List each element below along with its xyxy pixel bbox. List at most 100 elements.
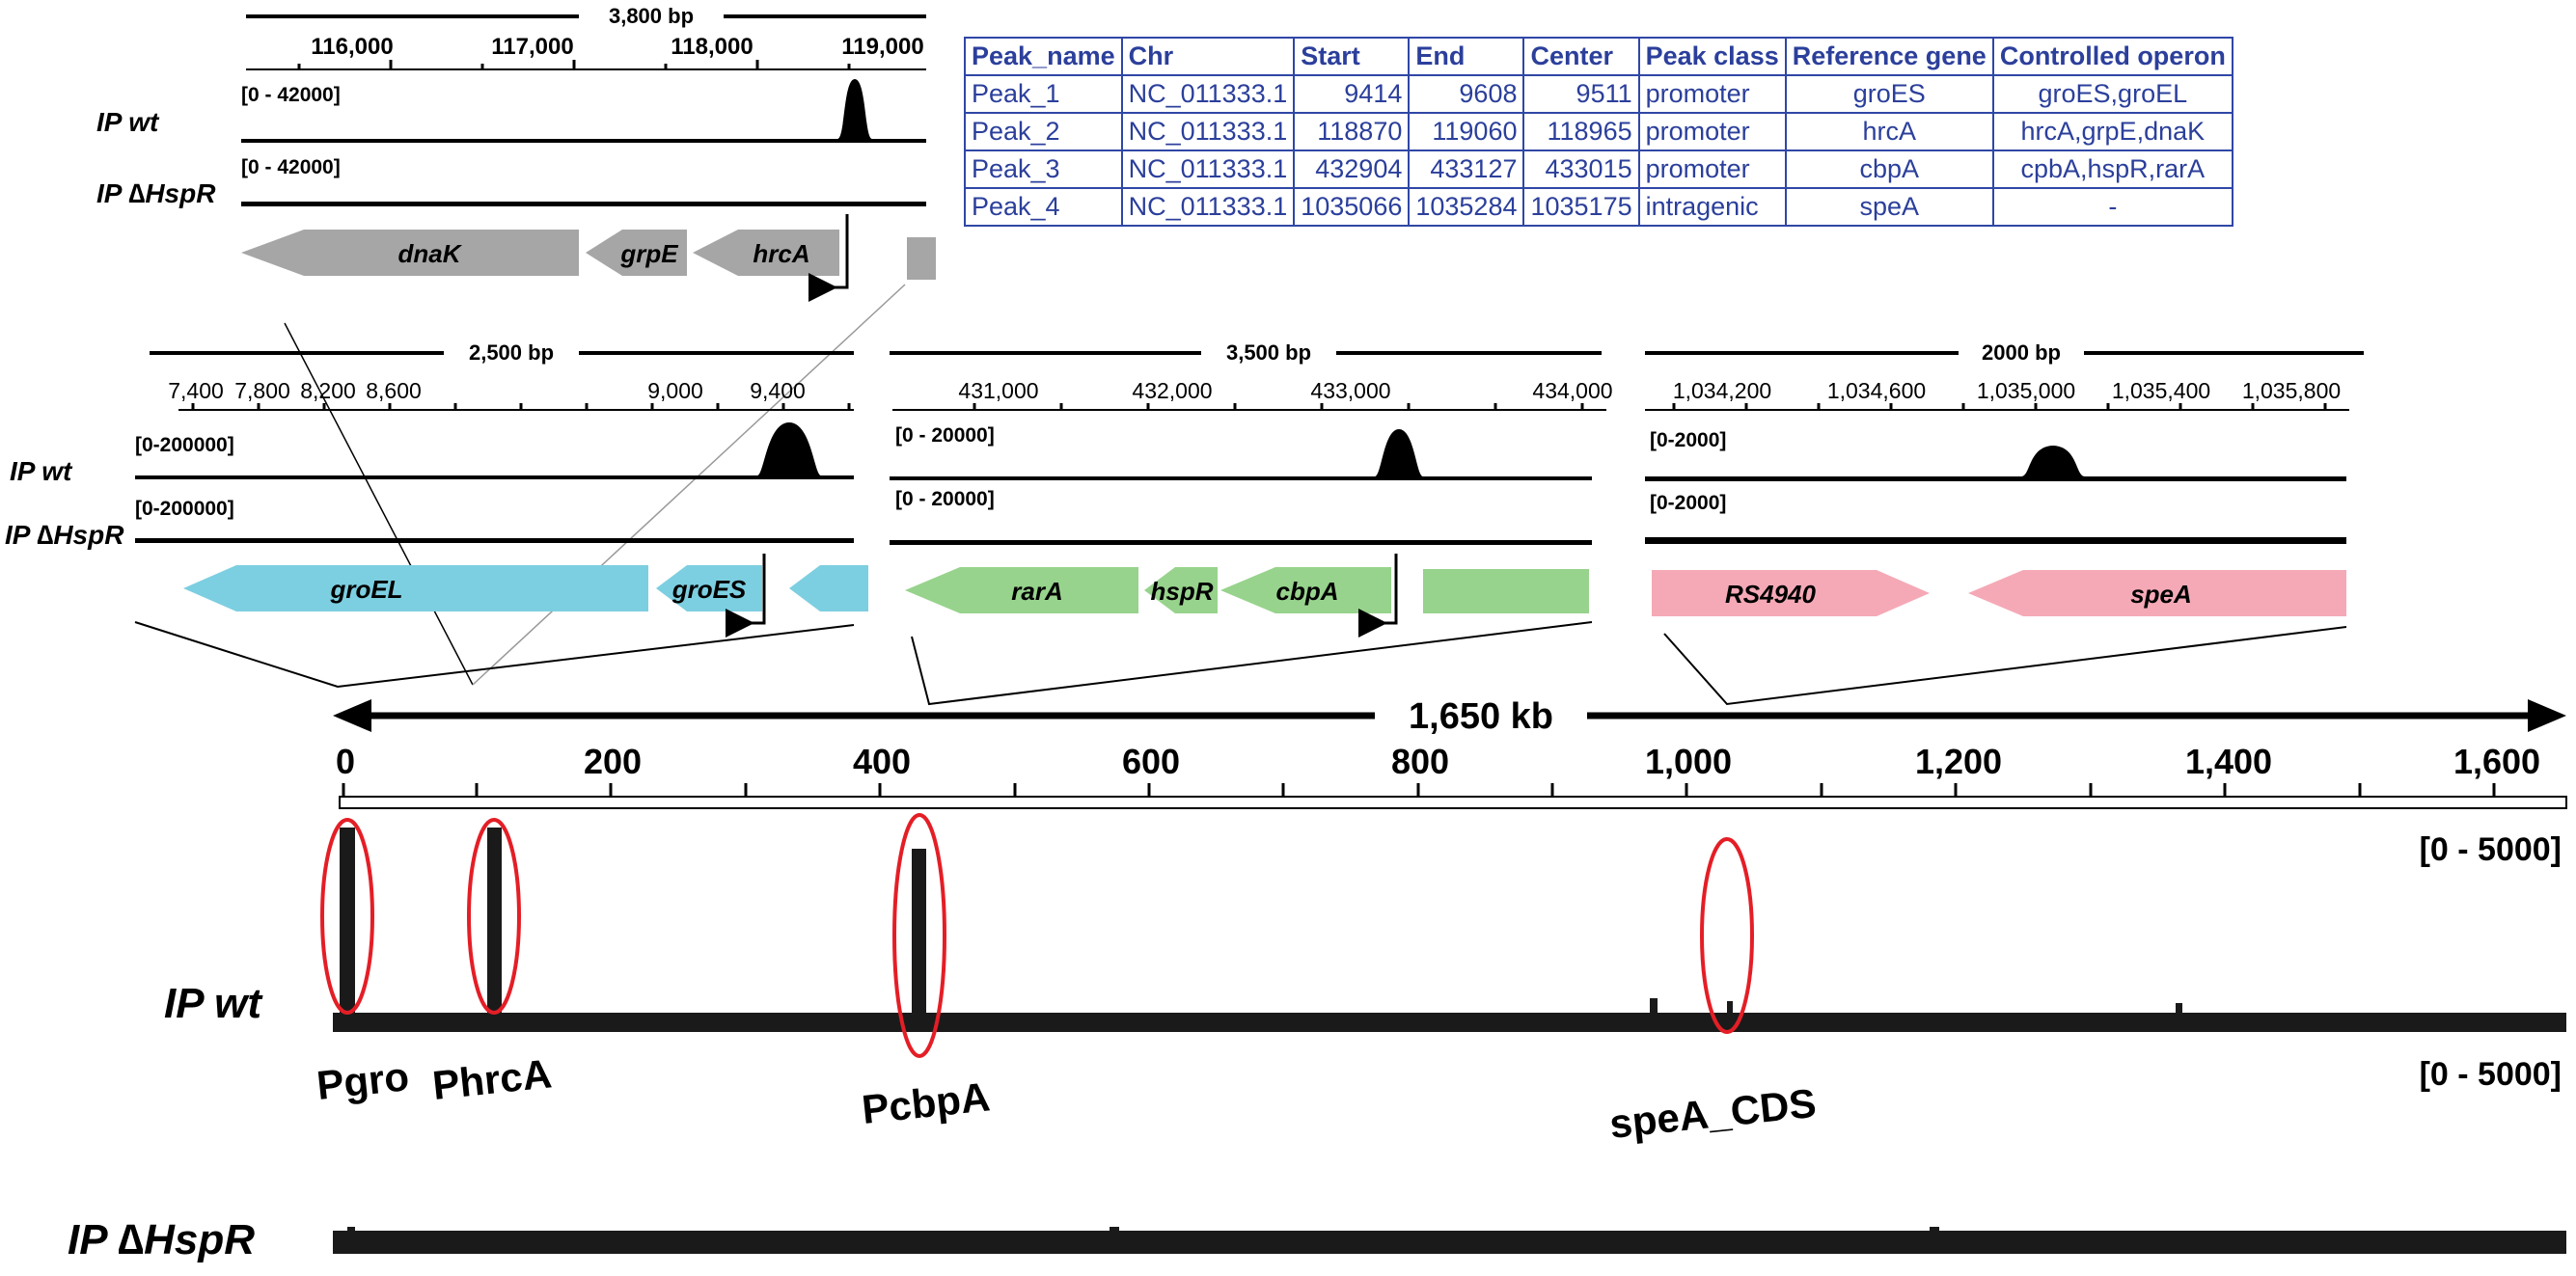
span-label: 2000 bp bbox=[1982, 340, 2061, 365]
table-cell: Peak_3 bbox=[964, 149, 1123, 189]
gene-arrow-rara bbox=[905, 567, 1138, 613]
track-range-wt: [0-2000] bbox=[1650, 429, 1726, 451]
tick-label: 9,000 bbox=[647, 378, 703, 403]
tick-label: 434,000 bbox=[1532, 378, 1612, 403]
table-cell: Peak_1 bbox=[964, 74, 1123, 114]
table-cell: promoter bbox=[1637, 112, 1787, 151]
tick-label: 800 bbox=[1391, 742, 1449, 781]
gene-arrow-cbpa bbox=[1220, 567, 1391, 613]
genome-range-wt: [0 - 5000] bbox=[2420, 831, 2562, 868]
tick-label: 431,000 bbox=[958, 378, 1038, 403]
tick-label: 1,400 bbox=[2185, 742, 2272, 781]
zoom-bracket bbox=[134, 621, 855, 689]
panel-top-hrca: 3,800 bp 116,000 117,000 118,000 119,000… bbox=[96, 4, 936, 686]
coverage-trace-wt bbox=[135, 422, 854, 479]
table-cell: NC_011333.1 bbox=[1120, 112, 1296, 151]
coverage-trace-mut bbox=[135, 538, 854, 543]
coverage-trace-wt bbox=[241, 79, 926, 143]
table-cell: 433127 bbox=[1408, 149, 1525, 189]
tick-label: 200 bbox=[584, 742, 642, 781]
track-label-mut: IP ∆HspR bbox=[5, 520, 124, 550]
column-header: Controlled operon bbox=[1991, 37, 2233, 76]
tick-label: 8,600 bbox=[366, 378, 422, 403]
gene-label: dnaK bbox=[398, 239, 463, 268]
highlight-ellipse-pcbpa bbox=[892, 813, 946, 1058]
zoom-bracket bbox=[911, 621, 1593, 706]
table-cell: 432904 bbox=[1293, 149, 1411, 189]
genome-coverage-mut bbox=[333, 1227, 2566, 1254]
promoter-arrow bbox=[808, 214, 849, 302]
table-cell: cbpA bbox=[1784, 149, 1994, 189]
table-cell: promoter bbox=[1637, 149, 1787, 189]
tick-label: 118,000 bbox=[671, 34, 753, 60]
track-label-wt: IP wt bbox=[10, 456, 73, 486]
table-cell: 1035284 bbox=[1408, 187, 1525, 227]
genome-track-label-mut: IP ∆HspR bbox=[68, 1216, 255, 1263]
gene-label: rarA bbox=[1011, 577, 1062, 606]
table-cell: intragenic bbox=[1637, 187, 1787, 227]
gene-arrow-fragment bbox=[789, 565, 868, 611]
span-label: 2,500 bp bbox=[469, 340, 554, 365]
peak-label-spea-cds: speA_CDS bbox=[1607, 1080, 1818, 1147]
ruler-tick-marks bbox=[297, 60, 851, 69]
track-range-wt: [0 - 20000] bbox=[895, 424, 995, 447]
table-cell: 433015 bbox=[1522, 149, 1640, 189]
track-range-mut: [0-200000] bbox=[135, 498, 234, 520]
genome-span-label: 1,650 kb bbox=[1409, 696, 1553, 737]
track-range-mut: [0 - 20000] bbox=[895, 488, 995, 510]
table-cell: hrcA bbox=[1784, 112, 1994, 151]
table-cell: 9608 bbox=[1408, 74, 1525, 114]
table-cell: groES,groEL bbox=[1991, 74, 2233, 114]
table-cell: NC_011333.1 bbox=[1120, 74, 1296, 114]
tick-label: 9,400 bbox=[750, 378, 806, 403]
gene-label: hrcA bbox=[753, 239, 809, 268]
tick-label: 600 bbox=[1122, 742, 1180, 781]
genome-ruler-frame bbox=[339, 796, 2567, 809]
peak-table: Peak_name Chr Start End Center Peak clas… bbox=[964, 37, 2233, 227]
column-header: Peak_name bbox=[964, 37, 1123, 76]
promoter-arrow bbox=[1358, 554, 1398, 638]
gene-label: RS4940 bbox=[1725, 580, 1816, 609]
table-cell: speA bbox=[1784, 187, 1994, 227]
tick-label: 432,000 bbox=[1132, 378, 1212, 403]
gene-label: groES bbox=[671, 575, 747, 604]
gene-arrow-rs4940 bbox=[1652, 570, 1930, 616]
promoter-arrow bbox=[726, 554, 766, 638]
coverage-trace-mut bbox=[1645, 537, 2346, 544]
tick-label: 8,200 bbox=[300, 378, 356, 403]
table-cell: 1035066 bbox=[1293, 187, 1411, 227]
span-label: 3,500 bp bbox=[1226, 340, 1311, 365]
table-cell: 118870 bbox=[1293, 112, 1411, 151]
table-cell: 9511 bbox=[1522, 74, 1640, 114]
panel-groesl: 2,500 bp 7,400 7,800 8,200 8,600 9,000 9… bbox=[5, 340, 868, 689]
gene-label: hspR bbox=[1151, 577, 1214, 606]
table-row: Peak_1 NC_011333.1 9414 9608 9511 promot… bbox=[964, 74, 2233, 114]
column-header: Peak class bbox=[1637, 37, 1787, 76]
gene-fragment bbox=[907, 237, 936, 280]
gene-arrow-grpe bbox=[586, 230, 687, 276]
table-cell: hrcA,grpE,dnaK bbox=[1991, 112, 2233, 151]
tick-label: 116,000 bbox=[311, 34, 393, 60]
table-cell: Peak_2 bbox=[964, 112, 1123, 151]
genome-track-label-wt: IP wt bbox=[164, 980, 263, 1027]
table-cell: 118965 bbox=[1522, 112, 1640, 151]
peak-label-pgro: Pgro bbox=[315, 1053, 411, 1108]
genome-range-mut: [0 - 5000] bbox=[2420, 1056, 2562, 1093]
peak-label-phrca: PhrcA bbox=[430, 1050, 554, 1108]
highlight-ellipse-pgro bbox=[320, 818, 374, 1015]
table-header-row: Peak_name Chr Start End Center Peak clas… bbox=[964, 37, 2233, 76]
tick-label: 7,800 bbox=[234, 378, 290, 403]
highlight-ellipse-phrca bbox=[467, 818, 521, 1015]
coverage-trace-mut bbox=[241, 202, 926, 206]
tick-label: 1,600 bbox=[2453, 742, 2540, 781]
tick-label: 7,400 bbox=[168, 378, 224, 403]
table-cell: NC_011333.1 bbox=[1120, 187, 1296, 227]
column-header: Center bbox=[1522, 37, 1640, 76]
column-header: Chr bbox=[1120, 37, 1296, 76]
table-cell: 119060 bbox=[1408, 112, 1525, 151]
ruler-tick-marks bbox=[191, 403, 851, 410]
table-cell: 9414 bbox=[1293, 74, 1411, 114]
track-label-mut: IP ∆HspR bbox=[96, 178, 216, 208]
table-cell: cpbA,hspR,rarA bbox=[1991, 149, 2233, 189]
